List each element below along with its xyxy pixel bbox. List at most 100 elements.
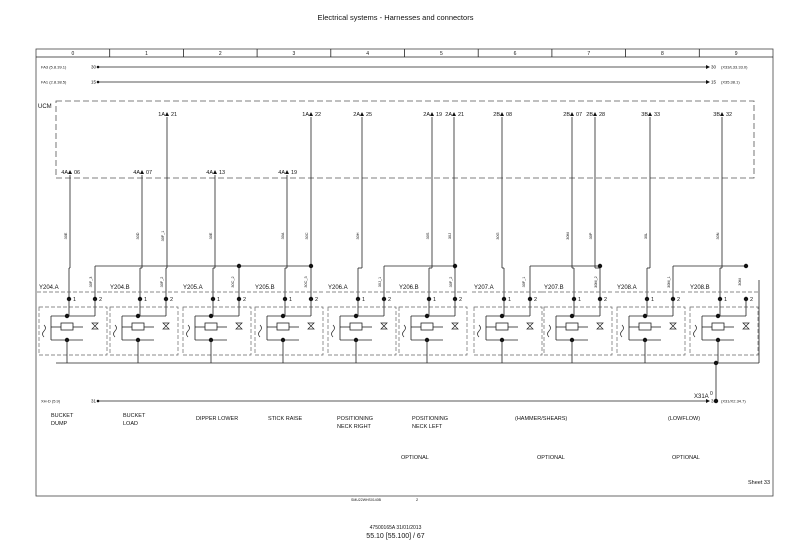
solenoid-coil-icon [349, 322, 363, 331]
side-pin-label: 4A [206, 170, 213, 176]
wire-label: 30F_2 [449, 277, 453, 288]
pin-arrow-icon [68, 170, 72, 174]
bus-right-number: 15 [711, 80, 717, 85]
side-pin-number: 06 [74, 170, 80, 176]
column-number: 0 [71, 51, 74, 57]
connector-name: Y206.B [399, 285, 419, 291]
wire-label: 30F_3 [89, 277, 93, 288]
page-title: Electrical systems - Harnesses and conne… [317, 13, 474, 22]
connector-pin1-label: 1 [289, 297, 292, 303]
connector-pin2-label: 2 [315, 297, 318, 303]
bus-terminal [96, 80, 100, 84]
function-label: (HAMMER/SHEARS) [515, 416, 567, 422]
wire-label: 30J_1 [378, 277, 382, 287]
diode-symbol-icon [258, 324, 262, 338]
valve-symbol-icon [307, 322, 315, 330]
diode-symbol-icon [42, 324, 46, 338]
connector-pin1-label: 1 [578, 297, 581, 303]
wire-label: 30F_1 [522, 277, 526, 288]
top-pin-number: 19 [436, 112, 442, 118]
top-pin-label: 2B [563, 112, 570, 118]
pin-arrow-icon [593, 112, 597, 116]
connector-pin2-label: 2 [677, 297, 680, 303]
diode-symbol-icon [331, 324, 335, 338]
top-pin-number: 22 [315, 112, 321, 118]
wire-label: 30N [716, 232, 720, 239]
side-pin-number: 13 [219, 170, 225, 176]
wire-label: 30J [448, 233, 452, 239]
side-pin-number: 19 [291, 170, 297, 176]
optional-label: OPTIONAL [537, 455, 565, 461]
uom-label: UCM [38, 104, 52, 110]
top-pin-label: 3B [641, 112, 648, 118]
solenoid-node [208, 313, 214, 319]
valve-symbol-icon [596, 322, 604, 330]
pin-arrow-icon [360, 112, 364, 116]
solenoid-node [642, 313, 648, 319]
valve-symbol-icon [235, 322, 243, 330]
connector-pin1-label: 1 [362, 297, 365, 303]
bus-left-ref: FA3 (5.8.39.1) [41, 65, 67, 70]
connector-pin1-label: 1 [144, 297, 147, 303]
solenoid-coil-icon [638, 322, 652, 331]
bus-right-ref: (X31/X2.34.7) [721, 399, 746, 404]
pin-arrow-icon [165, 112, 169, 116]
bus-left-number: 31 [91, 399, 97, 404]
top-pin-number: 25 [366, 112, 372, 118]
bus-right-ref: (X33/L33.33.0) [721, 65, 748, 70]
diode-symbol-icon [547, 324, 551, 338]
solenoid-coil-icon [495, 322, 509, 331]
junction-dot [743, 263, 749, 269]
pin-arrow-icon [213, 170, 217, 174]
wire-label: 30G [496, 232, 500, 239]
diode-symbol-icon [693, 324, 697, 338]
sheet-label: Sheet 33 [748, 480, 770, 486]
valve-symbol-icon [380, 322, 388, 330]
connector-name: Y207.A [474, 285, 494, 291]
valve-symbol-icon [742, 322, 750, 330]
bus-left-number: 30 [91, 65, 97, 70]
solenoid-coil-icon [131, 322, 145, 331]
column-number: 6 [514, 51, 517, 57]
top-pin-number: 21 [458, 112, 464, 118]
wire-label: 30F_2 [160, 277, 164, 288]
top-pin-number: 33 [654, 112, 660, 118]
wire-label: 30M [738, 278, 742, 285]
side-pin-number: 07 [146, 170, 152, 176]
bus-right-ref: (X35.38.1) [721, 80, 740, 85]
connector-pin2-label: 2 [243, 297, 246, 303]
function-label: DUMP [51, 421, 68, 427]
function-label: BUCKET [123, 413, 146, 419]
pin-arrow-icon [452, 112, 456, 116]
solenoid-node [424, 313, 430, 319]
pin-arrow-icon [570, 112, 574, 116]
wire-label: 30C [305, 232, 309, 239]
solenoid-coil-icon [420, 322, 434, 331]
solenoid-node [64, 313, 70, 319]
bus-arrow-icon [706, 80, 710, 84]
column-number: 7 [587, 51, 590, 57]
top-pin-label: 3B [713, 112, 720, 118]
solenoid-coil-icon [204, 322, 218, 331]
drawing-index: 2 [416, 497, 419, 502]
connector-pin1-label: 1 [651, 297, 654, 303]
solenoid-box [543, 306, 613, 356]
pin-arrow-icon [285, 170, 289, 174]
connector-name: Y207.B [544, 285, 564, 291]
diode-symbol-icon [620, 324, 624, 338]
solenoid-box [616, 306, 686, 356]
wire-label: 30A [281, 232, 285, 239]
column-number: 9 [735, 51, 738, 57]
connector-pin2-label: 2 [99, 297, 102, 303]
drawing-frame [35, 48, 774, 497]
solenoid-node [280, 313, 286, 319]
bus-left-ref: FA1 (2.8.38.5) [41, 80, 67, 85]
top-pin-number: 28 [599, 112, 605, 118]
solenoid-coil-icon [711, 322, 725, 331]
connector-pin2-label: 2 [604, 297, 607, 303]
bus-terminal [96, 399, 100, 403]
solenoid-node [715, 313, 721, 319]
pin-arrow-icon [648, 112, 652, 116]
solenoid-box [182, 306, 252, 356]
bus-left-ref: XH-D (5.9) [41, 399, 61, 404]
